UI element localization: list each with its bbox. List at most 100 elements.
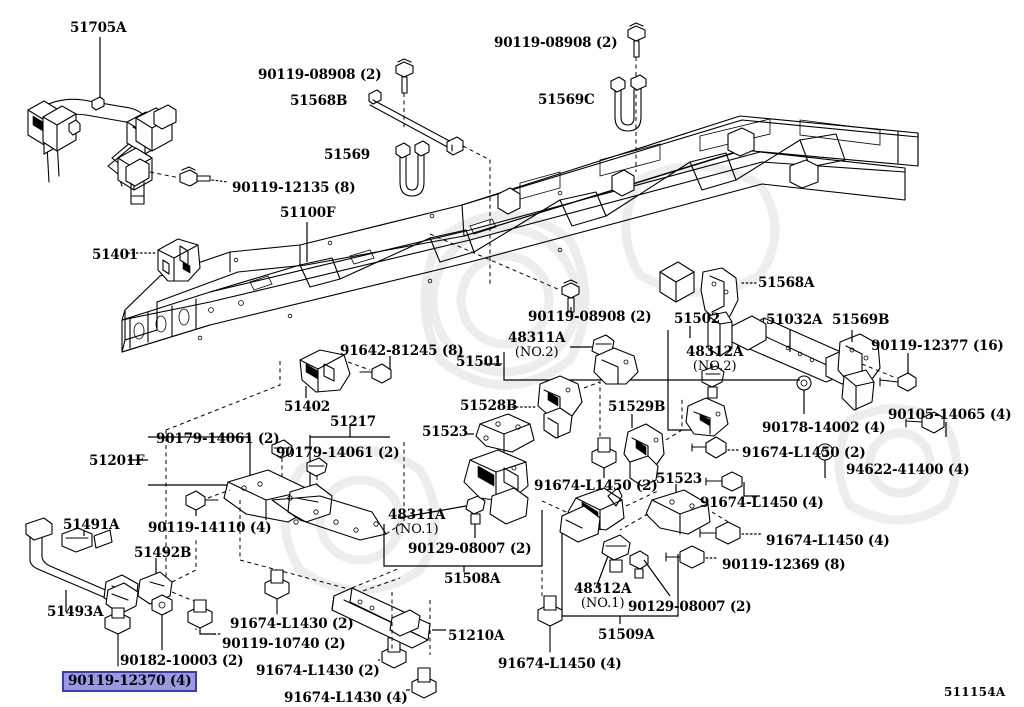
bolt-91674-l1430-2a [264,569,290,615]
assembly-dash-51210a-c [351,567,401,589]
part-label-91674-l1450-4b: 91674-L1450 (4) [766,533,890,549]
part-label-48312a-no2-line2: (NO.2) [692,358,737,374]
part-51568b-stay [368,89,464,156]
part-label-48311a-no2: 48311A (NO.2) [508,331,565,360]
part-label-91674-l1450-2a: 91674-L1450 (2) [742,445,866,461]
assembly-dash-51568b [462,145,491,285]
part-label-51569: 51569 [324,147,370,163]
bolt-91674-l1450-2a [691,436,727,459]
part-label-51492b: 51492B [134,545,192,561]
bolt-90119-08908-left [395,58,414,130]
part-51402-bracket [299,349,351,393]
part-label-51523-lower: 51523 [656,471,702,487]
part-label-90129-08007-upper: 90129-08007 (2) [408,541,532,557]
part-label-51402: 51402 [284,399,330,415]
leader-90119-12135 [211,179,229,183]
group-box-51508a [383,510,543,567]
group-box-51501-top [503,352,800,381]
assembly-dash-51492b [171,540,197,583]
assembly-dash-51523-lower-l [619,513,649,531]
part-label-91674-l1430-2b: 91674-L1430 (2) [256,663,380,679]
bolt-90119-08908-right [627,22,646,172]
part-label-90179-14061-left: 90179-14061 (2) [156,431,280,447]
bolt-91674-l1450-2b [591,437,617,469]
part-label-90179-14061-right: 90179-14061 (2) [276,445,400,461]
part-label-48311a-no2-line1: 48311A [508,330,566,346]
part-label-91674-l1430-4: 91674-L1430 (4) [284,690,408,706]
part-51502-mount [685,397,729,437]
assembly-dash-plate2 [385,440,405,535]
part-label-51491a: 51491A [63,517,120,533]
part-51201f-bracket [223,469,333,523]
leader-91674-l1450-4a [743,482,760,497]
part-label-48311a-no1-line1: 48311A [388,507,446,523]
assembly-dash-51529b [665,398,683,441]
leader-90119-10740-b [199,628,216,635]
assembly-dash-51509a-l [539,499,567,513]
part-label-91674-l1430-2a: 91674-L1430 (2) [230,616,354,632]
part-label-48311a-no2-line2: (NO.2) [514,344,559,360]
part-label-90119-08908-right: 90119-08908 (2) [494,35,618,51]
part-label-51509a: 51509A [598,627,655,643]
part-label-51201f: 51201F [89,453,145,469]
part-51100f-main-frame [121,115,919,353]
part-51569-u-bolt [395,140,430,197]
part-label-51501: 51501 [456,354,502,370]
part-label-90119-12377: 90119-12377 (16) [871,338,1004,354]
part-label-91674-l1450-4c: 91674-L1450 (4) [498,656,622,672]
bolt-90119-14110 [185,489,231,511]
part-label-51401: 51401 [92,247,138,263]
part-label-51529b: 51529B [608,399,666,415]
group-box-51502 [667,330,700,431]
part-label-51210a: 51210A [448,628,505,644]
assembly-dash-51509a-r [625,489,661,507]
nut-90178-14002 [796,375,812,391]
part-label-91674-l1450-2b: 91674-L1450 (2) [534,478,658,494]
part-label-90119-12135: 90119-12135 (8) [232,180,356,196]
part-label-51569c: 51569C [538,92,595,108]
part-51509a-mount [559,487,625,543]
part-51569c-u-bolt [610,74,647,132]
group-box-51201f [148,436,251,486]
assembly-dash-51201f-up [165,360,281,431]
bolt-90119-08908-mid [429,233,580,313]
part-51523-lower [645,489,711,535]
part-51508a-mount [463,449,529,525]
grommet-90179-14061-a [271,439,293,492]
part-label-51217: 51217 [330,414,376,430]
part-label-48311a-no1: 48311A (NO.1) [388,508,445,537]
part-label-90178-14002: 90178-14002 (4) [762,420,886,436]
part-51569b-bracket [837,333,881,411]
part-label-48311a-no1-line2: (NO.1) [394,521,439,537]
part-label-90119-12369: 90119-12369 (8) [722,557,846,573]
part-label-48312a-no1-line1: 48312A [574,581,632,597]
bolt-90129-08007-lower [629,550,649,579]
part-label-90119-14110: 90119-14110 (4) [148,520,272,536]
part-label-90182-10003: 90182-10003 (2) [120,653,244,669]
assembly-dash-plate [239,500,401,593]
grommet-90179-14061-b [306,457,328,505]
leader-90129-08007-lower [643,559,671,597]
part-label-48312a-no1: 48312A (NO.1) [574,582,631,611]
part-label-90119-10740: 90119-10740 (2) [222,636,346,652]
part-label-90105-14065: 90105-14065 (4) [888,407,1012,423]
part-51401-bracket [157,238,201,282]
highlighted-part-label-90119-12370[interactable]: 90119-12370 (4) [62,671,198,693]
assembly-dash-51528b [583,381,601,440]
bolt-91674-l1430-4 [411,667,437,699]
part-label-48312a-no1-line2: (NO.1) [580,595,625,611]
bolt-91674-l1450-4c [537,595,563,653]
bolt-90119-12369 [665,545,705,569]
bolt-90119-12370 [104,607,131,667]
part-51493a-stabilizer-bar [25,517,125,605]
part-51568a-bracket [700,267,739,357]
part-label-91674-l1450-4a: 91674-L1450 (4) [700,495,824,511]
part-label-51523-upper: 51523 [422,424,468,440]
part-label-48312a-no2-line1: 48312A [686,344,744,360]
part-label-51569b: 51569B [832,312,890,328]
leader-48311a-no1 [397,505,467,519]
part-label-51100f: 51100F [280,205,336,221]
part-label-51493a: 51493A [47,604,104,620]
